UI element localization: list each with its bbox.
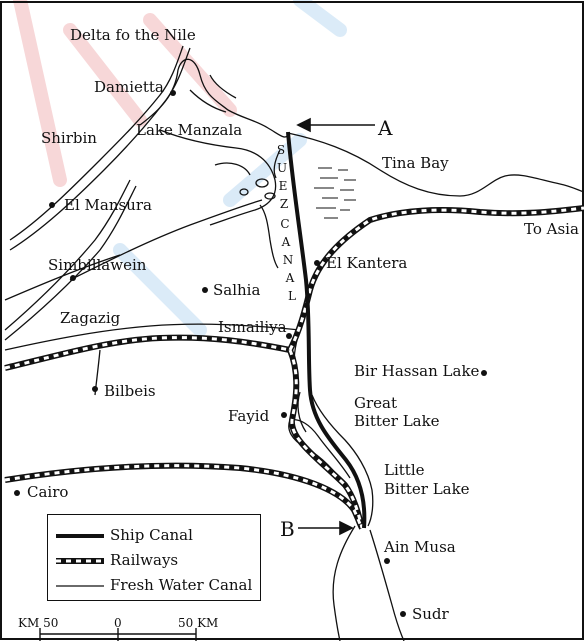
dot-salhia bbox=[202, 287, 208, 293]
dot-ismailiya bbox=[286, 333, 292, 339]
label-great-bitter-lake-2: Bitter Lake bbox=[354, 412, 440, 430]
dot-simbillawein bbox=[70, 275, 76, 281]
gulf-coast bbox=[332, 525, 405, 641]
scale-middle-label: 0 bbox=[114, 616, 122, 630]
dot-fayid bbox=[281, 412, 287, 418]
canal-letter-5: C bbox=[280, 217, 290, 231]
label-little-bitter-lake-2: Bitter Lake bbox=[384, 480, 470, 498]
label-shirbin: Shirbin bbox=[41, 129, 97, 147]
canal-letter-2: U bbox=[276, 161, 288, 175]
scale-left-label: KM 50 bbox=[18, 616, 59, 630]
tina-bay-coast bbox=[287, 132, 584, 197]
label-little-bitter-lake-1: Little bbox=[384, 461, 425, 479]
canal-letter-8: A bbox=[285, 271, 295, 285]
label-great-bitter-lake-1: Great bbox=[354, 394, 398, 412]
marker-arrows bbox=[296, 117, 375, 536]
label-zagazig: Zagazig bbox=[60, 309, 121, 327]
canal-letter-9: L bbox=[288, 289, 296, 303]
canal-letter-3: E bbox=[278, 179, 288, 193]
label-tina-bay: Tina Bay bbox=[382, 154, 449, 172]
scale-bar bbox=[39, 628, 197, 641]
tina-bay-marsh bbox=[314, 167, 356, 219]
legend-fresh-water-canal: Fresh Water Canal bbox=[110, 576, 253, 594]
label-simbillawein: Simbillawein bbox=[48, 256, 147, 274]
bitter-lakes bbox=[297, 391, 374, 527]
legend-railways: Railways bbox=[110, 551, 179, 569]
dot-el-mansura bbox=[49, 202, 55, 208]
nile-branches bbox=[4, 45, 191, 341]
dot-damietta bbox=[170, 90, 176, 96]
lake-manzala bbox=[139, 58, 289, 269]
dot-bilbeis bbox=[92, 386, 98, 392]
label-delta-nile: Delta fo the Nile bbox=[70, 26, 196, 44]
label-sudr: Sudr bbox=[412, 605, 449, 623]
label-fayid: Fayid bbox=[228, 407, 270, 425]
label-cairo: Cairo bbox=[27, 483, 69, 501]
canal-letter-1: S bbox=[276, 143, 286, 157]
legend-samples bbox=[56, 534, 104, 587]
dot-bir-hassan-lake bbox=[481, 370, 487, 376]
label-to-asia: To Asia bbox=[524, 220, 579, 238]
canal-letter-6: A bbox=[281, 235, 291, 249]
marker-b-label: B bbox=[280, 517, 295, 541]
dot-sudr bbox=[400, 611, 406, 617]
scale-right-label: 50 KM bbox=[178, 616, 219, 630]
label-bilbeis: Bilbeis bbox=[104, 382, 156, 400]
label-salhia: Salhia bbox=[213, 281, 261, 299]
dot-ain-musa bbox=[384, 558, 390, 564]
label-ismailiya: Ismailiya bbox=[218, 318, 287, 336]
canal-letter-4: Z bbox=[279, 197, 289, 211]
legend-box bbox=[47, 514, 261, 601]
dot-el-kantera bbox=[314, 260, 320, 266]
canal-letter-7: N bbox=[282, 253, 294, 267]
label-ain-musa: Ain Musa bbox=[384, 538, 456, 556]
ship-canal bbox=[286, 131, 367, 529]
label-damietta: Damietta bbox=[94, 78, 164, 96]
label-el-mansura: El Mansura bbox=[64, 196, 152, 214]
label-lake-manzala: Lake Manzala bbox=[136, 121, 243, 139]
legend-ship-canal: Ship Canal bbox=[110, 526, 193, 544]
marker-a-label: A bbox=[378, 116, 393, 140]
label-el-kantera: El Kantera bbox=[326, 254, 408, 272]
label-bir-hassan-lake: Bir Hassan Lake bbox=[354, 362, 480, 380]
dot-cairo bbox=[14, 490, 20, 496]
